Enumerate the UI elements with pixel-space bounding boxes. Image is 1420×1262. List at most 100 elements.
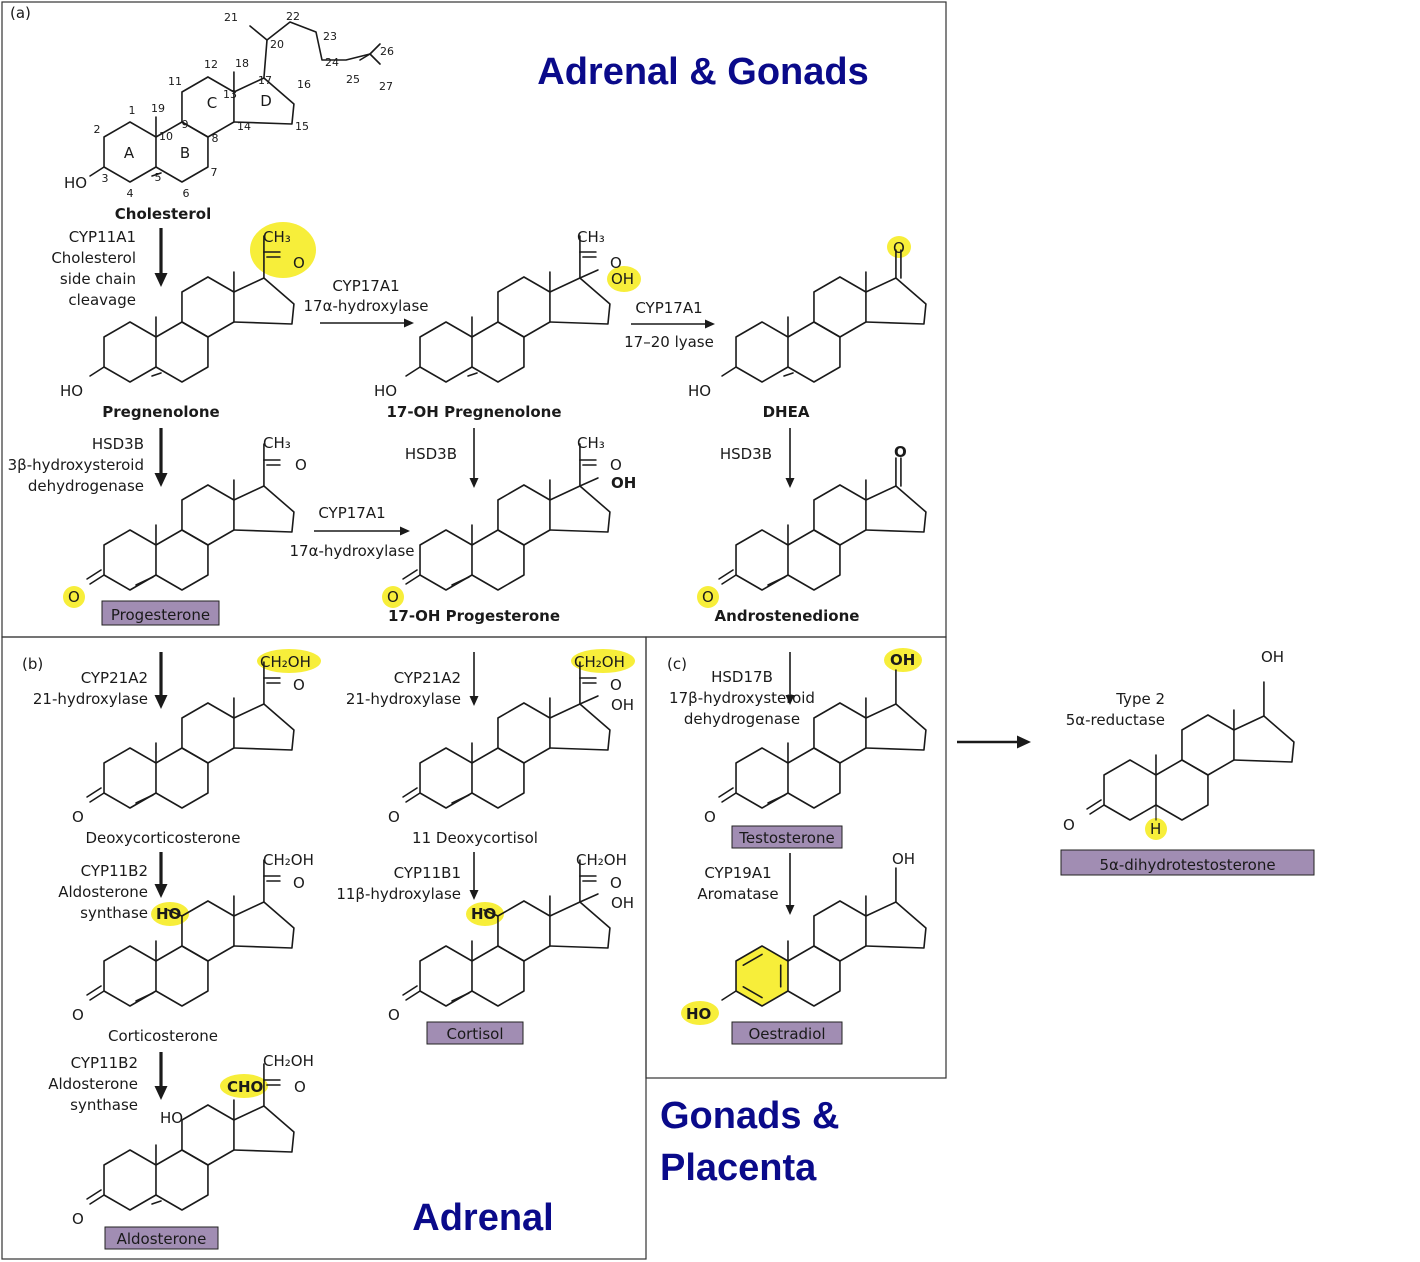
arrow-progesterone-to-deoxycorticosterone xyxy=(154,652,168,709)
oh-progesterone-ch3-label: CH₃ xyxy=(577,434,605,452)
carbon-number-22: 22 xyxy=(286,10,300,23)
arrow-corticosterone-to-aldosterone xyxy=(154,1052,168,1100)
cortisol-structure xyxy=(402,859,611,1007)
cortisol-11oh-highlight xyxy=(466,902,504,926)
enzyme-cyp11b2-first-line-3: synthase xyxy=(80,904,148,922)
oestradiol-name: Oestradiol xyxy=(748,1025,825,1043)
panel-c-border xyxy=(645,636,947,1079)
region-title-gonads-placenta-line-2: Placenta xyxy=(660,1147,817,1189)
oestradiol-oh-label: OH xyxy=(892,850,915,868)
aldosterone-cho-highlight xyxy=(220,1074,268,1098)
carbon-number-4: 4 xyxy=(127,187,134,200)
enzyme-hsd3b-left-line-2: 3β-hydroxysteroid xyxy=(8,456,144,474)
oh-progesterone-oh-label: OH xyxy=(611,474,636,492)
carbon-number-17: 17 xyxy=(258,74,272,87)
dhea-structure xyxy=(721,249,927,383)
arrow-cholesterol-to-pregnenolone xyxy=(154,228,168,287)
enzyme-cyp17a1-hydroxylase-top-line-1: CYP17A1 xyxy=(332,277,399,295)
corticosterone-structure xyxy=(86,859,295,1007)
carbon-number-7: 7 xyxy=(211,166,218,179)
pregnenolone-ch3-label: CH₃ xyxy=(263,228,291,246)
oestradiol-structure xyxy=(721,867,927,1007)
carbon-number-9: 9 xyxy=(182,118,189,131)
corticosterone-c3-o-label: O xyxy=(72,1006,84,1024)
name-bars-layer xyxy=(101,600,1315,1250)
oh-pregnenolone-oh-label: OH xyxy=(611,270,634,288)
arrow-17oh-preg-to-17oh-prog xyxy=(469,428,479,488)
enzyme-cyp19a1-line-2: Aromatase xyxy=(697,885,778,903)
ring-label-a: A xyxy=(124,144,135,162)
oh-progesterone-structure xyxy=(402,443,611,591)
corticosterone-11oh-highlight xyxy=(151,902,189,926)
dht-5alpha-h-highlight xyxy=(1145,818,1167,840)
dht-h-label: H xyxy=(1150,820,1161,838)
androstenedione-name: Androstenedione xyxy=(715,607,860,625)
pregnenolone-name: Pregnenolone xyxy=(102,403,219,421)
enzyme-cyp11b2-first-line-1: CYP11B2 xyxy=(81,862,148,880)
region-title-adrenal-gonads: Adrenal & Gonads xyxy=(537,51,869,93)
enzyme-cyp17a1-lyase-line-2: 17–20 lyase xyxy=(624,333,714,351)
dht-name: 5α-dihydrotestosterone xyxy=(1099,856,1275,874)
aldosterone-name-box xyxy=(104,1226,219,1250)
progesterone-structure xyxy=(86,443,295,591)
carbon-number-18: 18 xyxy=(235,57,249,70)
aldosterone-ch2oh-label: CH₂OH xyxy=(263,1052,314,1070)
enzyme-cyp21a2-left-line-1: CYP21A2 xyxy=(81,669,148,687)
progesterone-c3-highlight xyxy=(63,586,85,608)
dht-oh-label: OH xyxy=(1261,648,1284,666)
carbon-number-12: 12 xyxy=(204,58,218,71)
structures-layer xyxy=(86,21,1295,1211)
carbon-number-1: 1 xyxy=(129,104,136,117)
carbon-number-2: 2 xyxy=(94,123,101,136)
progesterone-name: Progesterone xyxy=(111,606,210,624)
enzyme-cyp11b2-second-line-2: Aldosterone xyxy=(48,1075,138,1093)
dhea-o-label: O xyxy=(893,239,905,257)
carbon-number-6: 6 xyxy=(183,187,190,200)
enzyme-hsd3b-mid: HSD3B xyxy=(405,445,457,463)
enzyme-cyp11a1-line-1: CYP11A1 xyxy=(69,228,136,246)
arrow-deoxycortisol-to-cortisol xyxy=(469,852,479,900)
enzyme-hsd3b-left-line-1: HSD3B xyxy=(92,435,144,453)
cortisol-oh-label: OH xyxy=(611,894,634,912)
carbon-number-25: 25 xyxy=(346,73,360,86)
panel-label-c: (c) xyxy=(667,655,687,673)
enzyme-cyp21a2-mid-line-1: CYP21A2 xyxy=(394,669,461,687)
testosterone-oh-label: OH xyxy=(890,651,915,669)
carbon-number-21: 21 xyxy=(224,11,238,24)
dht-c3-o-label: O xyxy=(1063,816,1075,834)
testosterone-c3-o-label: O xyxy=(704,808,716,826)
panel-label-b: (b) xyxy=(22,655,43,673)
deoxycorticosterone-structure xyxy=(86,661,295,809)
carbon-number-24: 24 xyxy=(325,56,339,69)
oh-pregnenolone-17oh-highlight xyxy=(607,266,641,292)
deoxycorticosterone-name: Deoxycorticosterone xyxy=(86,829,241,847)
testosterone-structure xyxy=(718,669,927,809)
enzyme-cyp11b1-line-2: 11β-hydroxylase xyxy=(336,885,461,903)
oestradiol-3oh-highlight xyxy=(681,1001,719,1025)
enzyme-cyp11b2-second-line-1: CYP11B2 xyxy=(71,1054,138,1072)
cholesterol-structure xyxy=(89,71,295,183)
panel-borders xyxy=(1,1,947,1260)
progesterone-o-label: O xyxy=(295,456,307,474)
panel-a-border xyxy=(1,1,947,638)
cortisol-o-label: O xyxy=(610,874,622,892)
enzyme-cyp11b1-line-1: CYP11B1 xyxy=(394,864,461,882)
enzyme-hsd3b-left-line-3: dehydrogenase xyxy=(28,477,144,495)
dhea-name: DHEA xyxy=(763,403,810,421)
enzyme-cyp11b2-first-line-2: Aldosterone xyxy=(58,883,148,901)
oestradiol-name-box xyxy=(731,1021,843,1045)
testosterone-name-box xyxy=(731,825,843,849)
deoxycortisol-oh-label: OH xyxy=(611,696,634,714)
ring-label-c: C xyxy=(207,94,217,112)
aldosterone-o-label: O xyxy=(294,1078,306,1096)
enzyme-cyp11b2-second-line-3: synthase xyxy=(70,1096,138,1114)
deoxycorticosterone-o-label: O xyxy=(293,676,305,694)
arrow-testosterone-to-dht xyxy=(957,735,1031,749)
enzyme-hsd17b-line-2: 17β-hydroxysteroid xyxy=(669,689,815,707)
arrow-testosterone-to-oestradiol xyxy=(785,853,795,915)
cortisol-ch2oh-label: CH₂OH xyxy=(576,851,627,869)
enzyme-hsd3b-right: HSD3B xyxy=(720,445,772,463)
enzyme-cyp17a1-hydroxylase-top-line-2: 17α-hydroxylase xyxy=(303,297,428,315)
carbon-number-13: 13 xyxy=(223,88,237,101)
